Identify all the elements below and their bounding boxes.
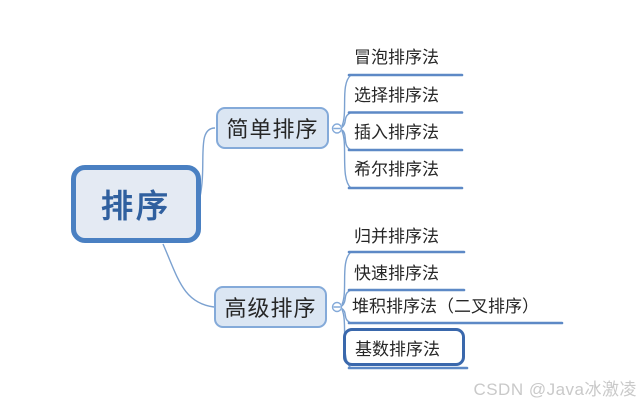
leaf-topic-heap-sort[interactable]: 堆积排序法（二叉排序） [352, 297, 539, 316]
watermark: CSDN @Java冰激凌 [473, 380, 637, 399]
collapse-toggle-advanced[interactable] [331, 301, 343, 313]
leaf-topic-label: 基数排序法 [355, 339, 440, 359]
leaf-connector [341, 74, 352, 127]
leaf-topic-merge-sort[interactable]: 归并排序法 [354, 227, 439, 246]
leaf-topic-insertion-sort[interactable]: 插入排序法 [354, 123, 439, 142]
branch-topic-advanced-sort[interactable]: 高级排序 [214, 286, 327, 328]
branch-topic-label: 高级排序 [224, 296, 317, 321]
root-to-advanced-connector [162, 243, 215, 308]
branch-topic-label: 简单排序 [226, 117, 319, 142]
leaf-topic-selection-sort[interactable]: 选择排序法 [354, 86, 439, 105]
leaf-connector [341, 130, 352, 189]
root-topic[interactable]: 排序 [71, 165, 201, 243]
leaf-topic-quick-sort[interactable]: 快速排序法 [354, 264, 439, 283]
leaf-topic-bubble-sort[interactable]: 冒泡排序法 [354, 48, 439, 67]
leaf-topic-radix-sort-selected[interactable]: 基数排序法 [343, 328, 465, 366]
root-to-simple-connector [199, 127, 216, 198]
branch-topic-simple-sort[interactable]: 简单排序 [216, 107, 329, 149]
leaf-topic-shell-sort[interactable]: 希尔排序法 [354, 160, 439, 179]
root-topic-label: 排序 [100, 188, 171, 224]
leaf-connector [341, 251, 352, 305]
collapse-toggle-simple[interactable] [331, 123, 343, 134]
